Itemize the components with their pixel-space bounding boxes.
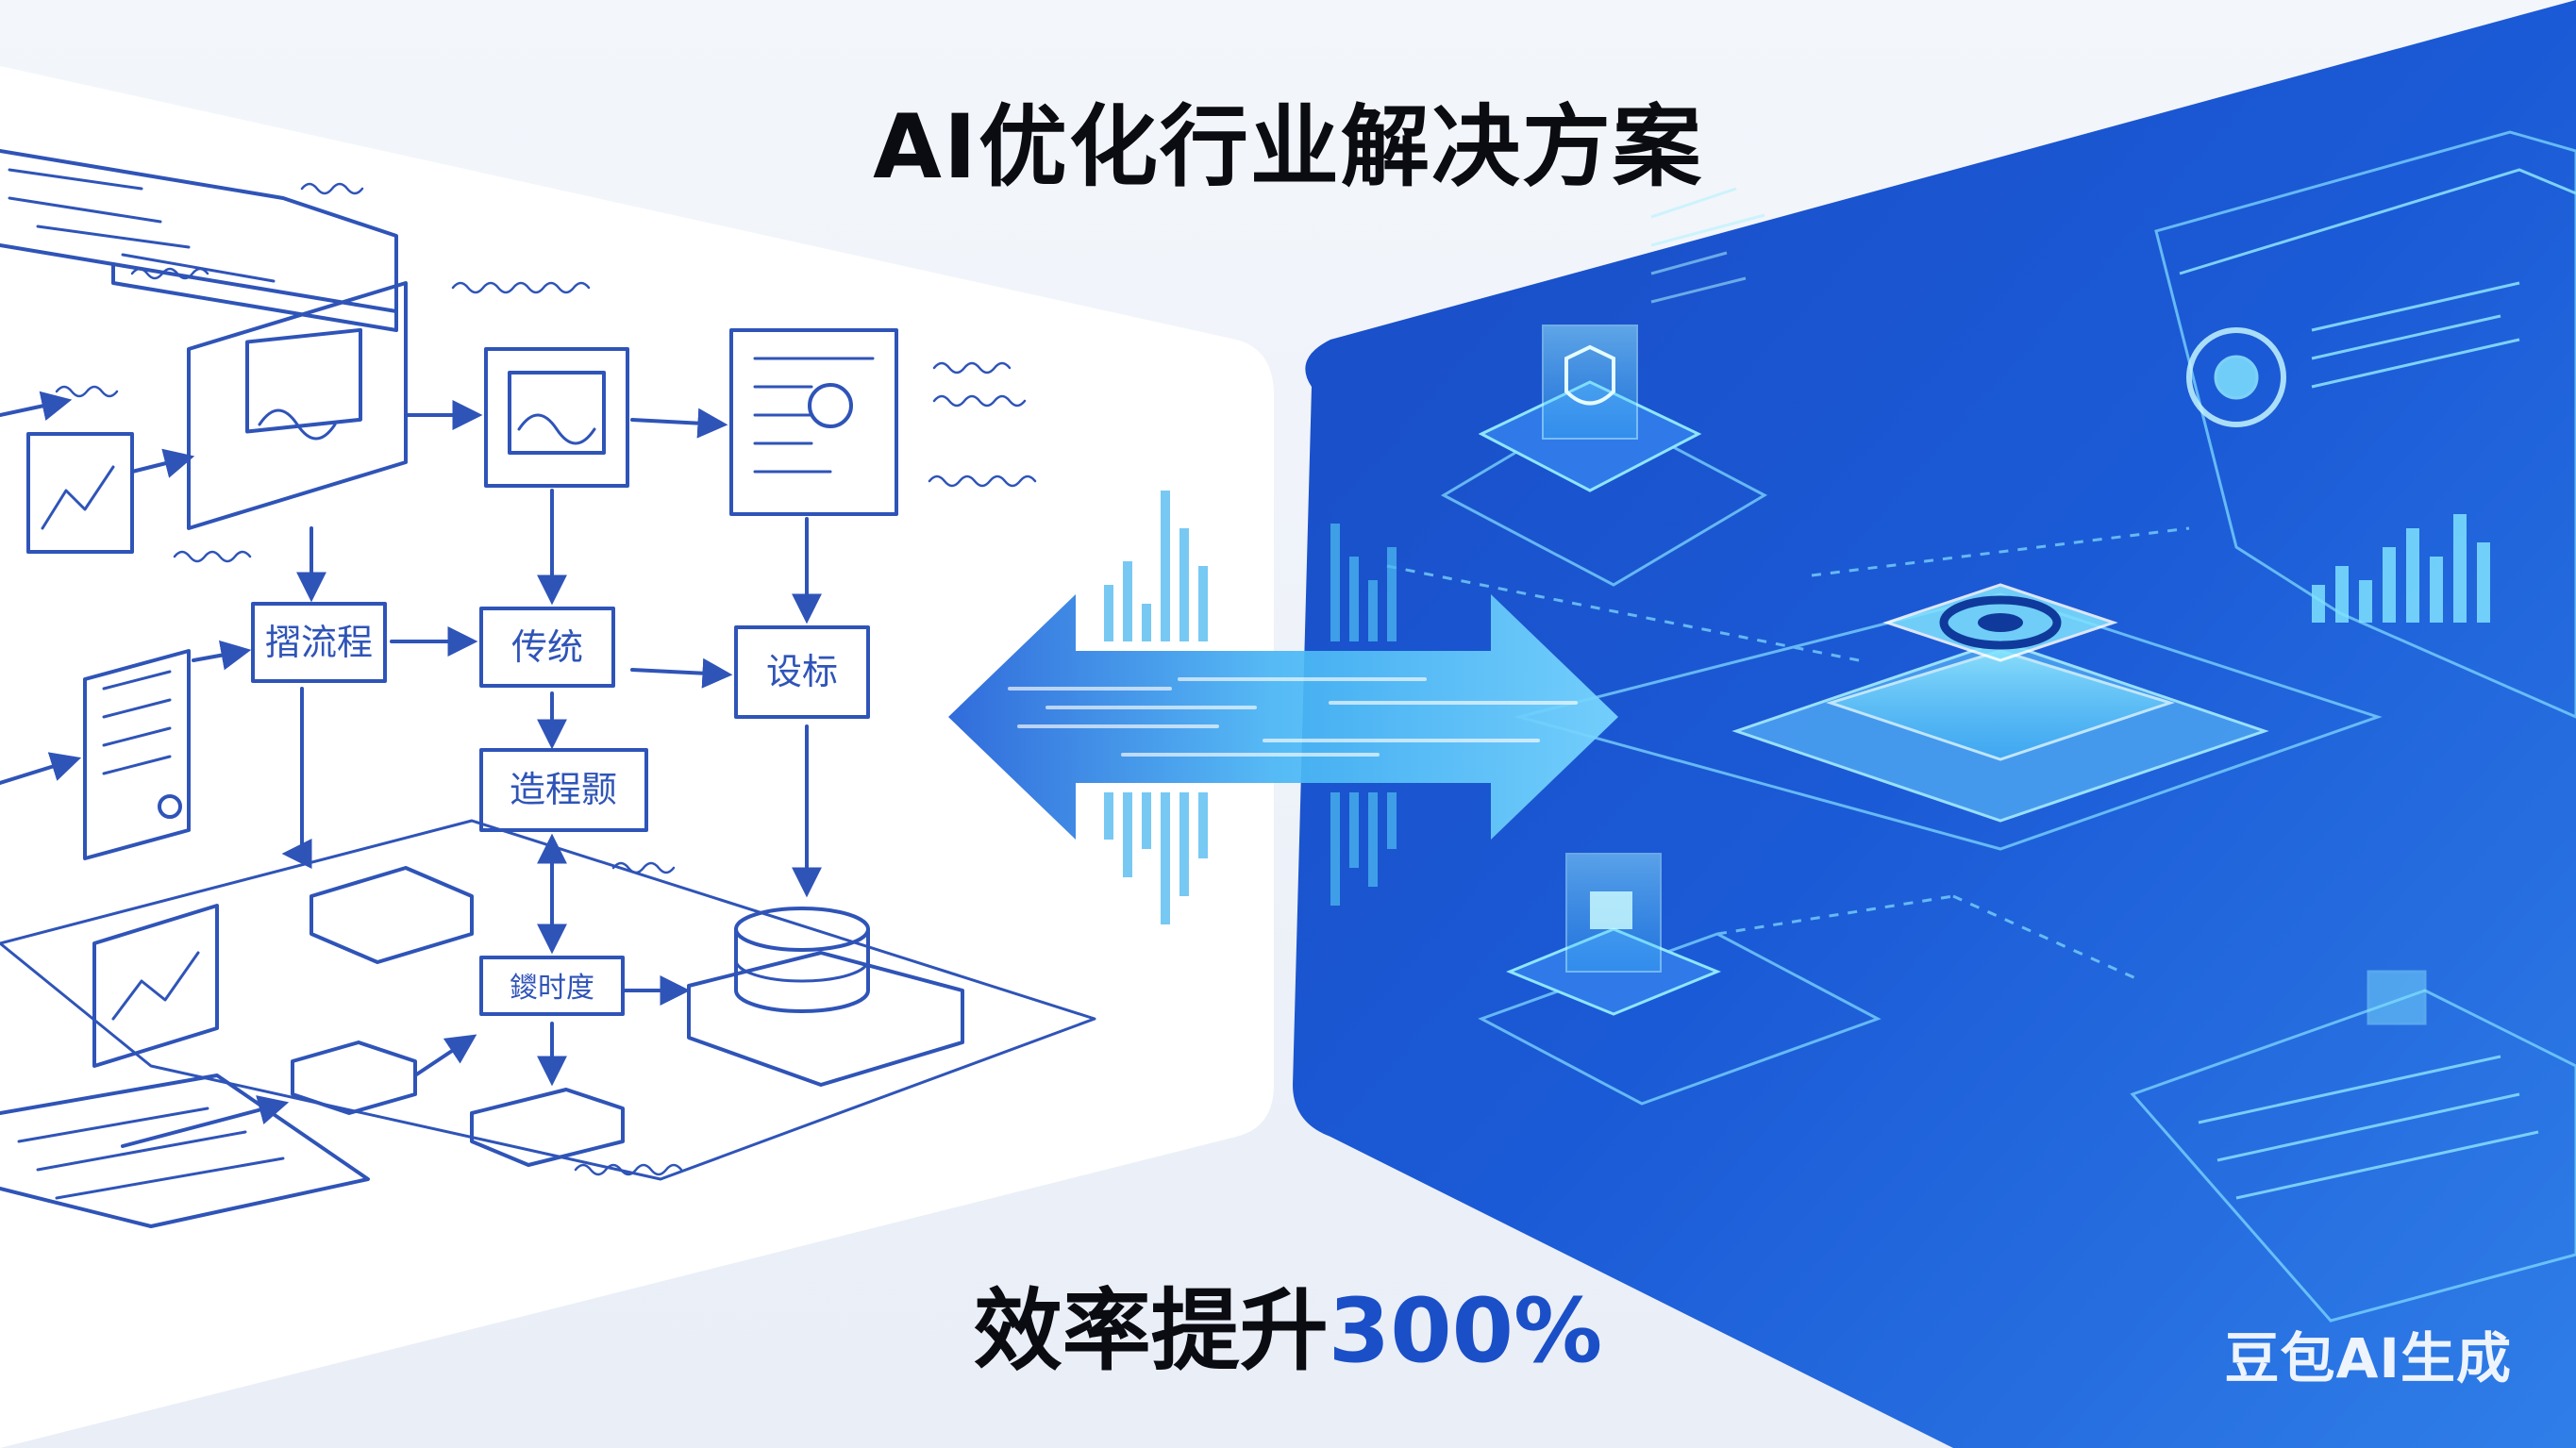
- cube-icon: [1506, 853, 1721, 1016]
- efficiency-headline: 效率提升300%: [0, 1259, 2576, 1388]
- document-sketch: [729, 328, 898, 516]
- node-label-detail: 鑁时度: [510, 972, 594, 1005]
- bidirectional-arrow-icon: [948, 491, 1618, 924]
- page-title: AI优化行业解决方案: [873, 96, 1703, 199]
- node-label-process: 造程颢: [510, 769, 617, 810]
- node-box-traditional: [479, 607, 615, 688]
- watermark-label: 豆包AI生成: [2224, 1326, 2512, 1390]
- node-label-traditional: 传统: [511, 626, 583, 668]
- console-panel: [2198, 970, 2539, 1200]
- ai-tech-panel: [1293, 0, 2576, 1448]
- node-box-collect: [251, 602, 387, 683]
- monitor-sketch-2: [484, 347, 629, 488]
- shield-icon: [1478, 325, 1702, 492]
- node-box-target: [734, 625, 870, 719]
- headline-text: 效率提升: [973, 1280, 1329, 1383]
- headline-percentage: 300%: [1328, 1280, 1603, 1383]
- node-label-target: 设标: [766, 651, 838, 692]
- sketch-flowchart-panel: 摺流程 传统 设标 造程颢 鑁时度: [0, 66, 1274, 1448]
- node-label-collect: 摺流程: [265, 622, 373, 663]
- chip-icon: [1731, 583, 2269, 823]
- chart-icon: [2312, 514, 2490, 623]
- node-box-detail: [479, 956, 625, 1016]
- node-box-process: [479, 748, 648, 832]
- dashboard-screen: [2179, 168, 2576, 427]
